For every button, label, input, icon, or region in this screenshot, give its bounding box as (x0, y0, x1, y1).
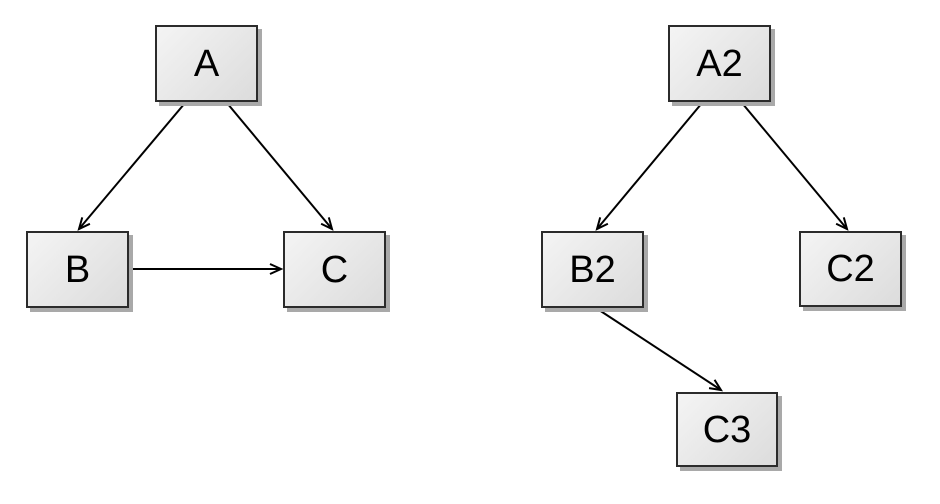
node-B[interactable]: B (26, 231, 129, 308)
node-A[interactable]: A (155, 25, 258, 102)
node-label-A: A (193, 42, 220, 85)
node-label-C: C (320, 248, 349, 291)
edge-A2-B2[interactable] (595, 102, 703, 231)
edge-A-C[interactable] (226, 102, 334, 231)
node-label-A2: A2 (696, 42, 743, 85)
edge-A-B[interactable] (77, 102, 186, 231)
node-label-B2: B2 (569, 248, 616, 291)
node-label-C2: C2 (826, 248, 875, 290)
node-B2[interactable]: B2 (541, 231, 644, 308)
node-C[interactable]: C (283, 231, 386, 308)
node-label-C3: C3 (702, 408, 752, 451)
node-label-B: B (64, 248, 91, 291)
edge-B2-C3[interactable] (595, 307, 724, 392)
node-C3[interactable]: C3 (676, 392, 778, 467)
node-A2[interactable]: A2 (668, 25, 771, 102)
node-C2[interactable]: C2 (799, 231, 902, 307)
edge-A2-C2[interactable] (741, 102, 849, 231)
